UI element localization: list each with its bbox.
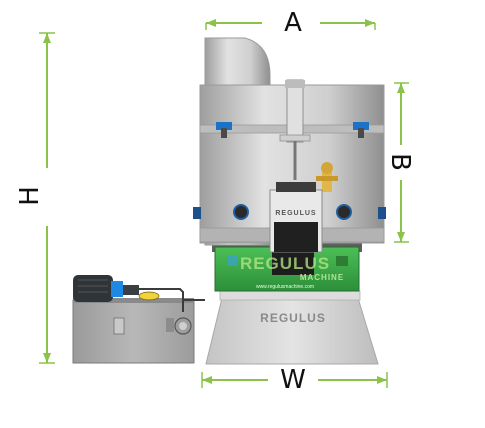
dimension-w [201,372,388,388]
sight-port [193,204,386,220]
pump [123,285,139,295]
motor-body [73,275,113,302]
dimension-b-label: B [385,153,415,171]
actuator-rod [279,79,311,180]
base-brand-text: REGULUS [260,311,326,325]
hydraulic-pipe [139,288,205,301]
valve-left [216,122,232,138]
dimension-h [39,32,55,364]
coupling [111,281,123,297]
dimension-h-label: H [15,186,45,206]
main-cylinder: REGULUS [193,37,386,253]
hydraulic-unit [72,275,205,364]
tank-nameplate [113,317,125,335]
machine-base: REGULUS [205,290,379,365]
hatch-brand-text: REGULUS [275,210,316,217]
panel-brand-text: REGULUS [240,254,330,273]
dimension-a-label: A [284,8,302,38]
panel-url-text: www.regulusmachine.com [256,284,314,290]
brass-fitting [316,162,338,192]
dimension-b [394,82,409,243]
discharge-hatch: REGULUS [269,182,323,253]
dimension-a [205,19,376,30]
dimension-w-label: W [280,365,306,395]
valve-right [353,122,369,138]
oil-tank [72,299,195,364]
filter-cap [138,291,160,301]
panel-brand-subtext: MACHINE [300,273,344,282]
